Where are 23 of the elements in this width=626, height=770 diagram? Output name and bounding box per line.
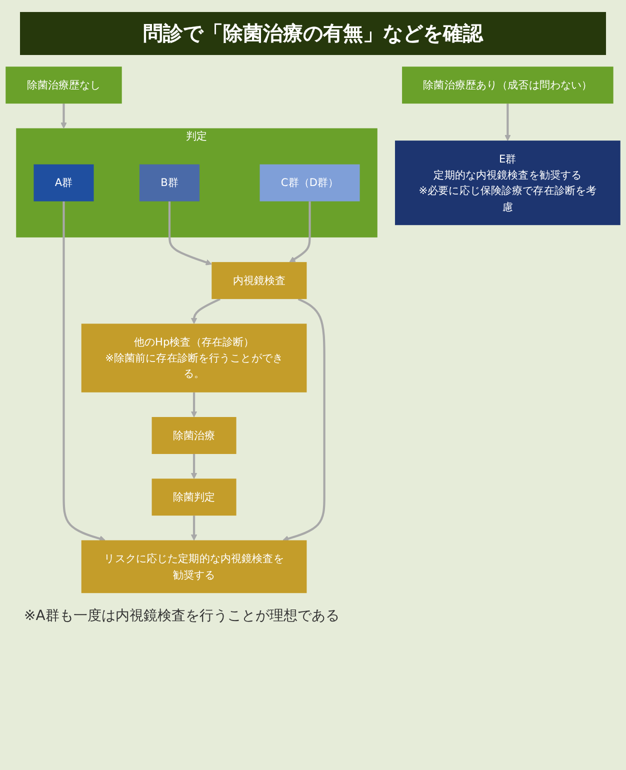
node-box: 内視鏡検査 <box>212 262 307 300</box>
node-box: 除菌治療 <box>152 417 236 454</box>
arrow <box>289 201 311 262</box>
arrow <box>504 104 511 141</box>
node-box: B群 <box>139 164 200 202</box>
arrow <box>282 298 326 542</box>
node-box: E群 定期的な内視鏡検査を勧奨する ※必要に応じ保険診療で存在診断を考慮 <box>395 140 620 226</box>
arrow <box>62 201 106 542</box>
node-box: A群 <box>34 164 94 202</box>
arrow <box>168 201 212 266</box>
node-box: 除菌判定 <box>152 478 236 516</box>
note-text: ※A群も一度は内視鏡検査を行うことが理想である <box>24 606 340 625</box>
node-box: C群（D群） <box>260 164 360 202</box>
arrow <box>60 104 67 129</box>
title-banner: 問診で「除菌治療の有無」などを確認 <box>20 12 606 55</box>
node-box: 除菌治療歴あり（成否は問わない） <box>402 66 614 104</box>
arrow <box>190 516 198 541</box>
arrow <box>190 454 198 479</box>
node-box: リスクに応じた定期的な内視鏡検査を勧奨する <box>81 540 307 594</box>
arrow <box>190 298 221 324</box>
arrow <box>190 392 198 418</box>
node-box: 他のHp検査（存在診断） ※除菌前に存在診断を行うことができる。 <box>81 324 307 392</box>
node-box: 除菌治療歴なし <box>6 66 122 104</box>
